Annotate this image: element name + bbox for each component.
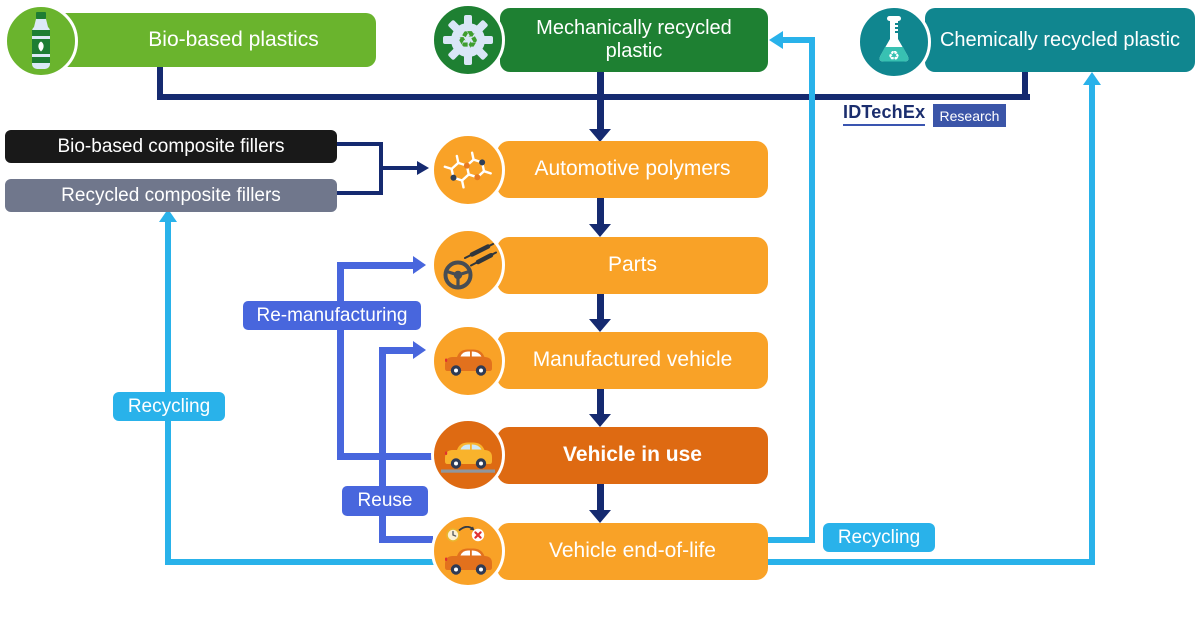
arrow-fillers-into-polymers [417,161,429,175]
box-vehicle-end-of-life: Vehicle end-of-life [497,523,768,580]
reuse-label: Reuse [342,486,428,516]
recycling-right-label-text: Recycling [837,526,921,548]
filler-to-polymers-line [379,166,417,170]
bio-filler-connector-line [337,142,383,146]
svg-text:♻: ♻ [457,26,479,54]
vehicle-end-of-life-icon-circle [431,514,505,588]
box-recycled-composite-fillers: Recycled composite fillers [5,179,337,212]
bio-based-plastics-icon-circle [4,4,78,78]
idtechex-research-text: Research [939,107,1000,124]
arrow-into-manufactured-vehicle [589,319,611,332]
box-parts: Parts [497,237,768,294]
arrow-remanufacturing-into-parts [413,256,426,274]
reuse-vertical-line [379,347,386,543]
automotive-polymers-label: Automotive polymers [534,157,731,181]
parts-icon-circle [431,228,505,302]
box-chemically-recycled-plastic-label: Chemically recycled plastic [939,28,1181,51]
arrow-into-vehicle-in-use [589,414,611,427]
box-chemically-recycled-plastic: Chemically recycled plastic [925,8,1195,72]
mechanically-recycled-icon-circle: ♻ [431,3,505,77]
arrow-into-parts [589,224,611,237]
vehicle-to-inuse-line [597,389,604,415]
mech-plastic-down-line [597,72,604,130]
car-end-of-life-icon [445,526,492,575]
box-bio-based-plastics: Bio-based plastics [55,13,376,67]
flask-recycle-icon: ♻ [879,16,909,64]
box-automotive-polymers: Automotive polymers [497,141,768,198]
mech-recycling-vertical-line [809,37,815,543]
recycled-composite-fillers-label: Recycled composite fillers [61,184,281,206]
box-mechanically-recycled-plastic-label: Mechanically recycled plastic [536,17,732,62]
chem-plastic-down-line [1022,70,1028,100]
inuse-to-endoflife-line [597,484,604,510]
automotive-polymers-icon-circle [431,133,505,207]
mech-recycling-bottom-line [766,537,815,543]
arrow-into-mechanically-recycled [769,31,783,49]
idtechex-logo-text: IDTechEx [843,102,926,122]
reuse-bottom-line [379,536,433,543]
box-bio-based-composite-fillers: Bio-based composite fillers [5,130,337,163]
box-bio-based-plastics-label: Bio-based plastics [148,27,319,51]
recycling-right-vertical-line [1089,85,1095,565]
idtechex-logo: IDTechEx [843,102,926,126]
idtechex-research-badge: Research [933,104,1006,127]
reuse-top-line [386,347,414,354]
arrow-into-recycled-fillers [159,209,177,222]
manufactured-vehicle-icon-circle [431,324,505,398]
recycling-left-label: Recycling [113,392,225,421]
polymers-to-parts-line [597,198,604,225]
car-icon [445,349,492,376]
parts-label: Parts [607,253,657,277]
vehicle-in-use-label: Vehicle in use [563,443,702,467]
remanufacturing-label-text: Re-manufacturing [256,304,408,326]
bottle-icon [32,12,50,69]
bio-plastics-down-line [157,66,163,100]
recycling-left-label-text: Recycling [127,395,211,417]
arrow-into-vehicle-end-of-life [589,510,611,523]
vehicle-in-use-icon-circle [431,418,505,492]
chemically-recycled-icon-circle: ♻ [857,5,931,79]
remanufacturing-vertical-line [337,262,344,460]
molecule-icon [443,151,492,189]
car-in-use-icon [441,442,495,473]
reuse-label-text: Reuse [357,490,413,511]
bio-based-composite-fillers-label: Bio-based composite fillers [57,135,285,157]
mech-recycling-top-line [783,37,815,43]
box-mechanically-recycled-plastic: Mechanically recycled plastic [500,8,768,72]
arrow-into-automotive-polymers [589,129,611,142]
manufactured-vehicle-label: Manufactured vehicle [532,348,733,372]
recycling-right-label: Recycling [823,523,935,552]
gear-recycle-icon: ♻ [443,15,493,65]
parts-to-vehicle-line [597,294,604,320]
box-vehicle-in-use: Vehicle in use [497,427,768,484]
svg-text:♻: ♻ [888,49,900,64]
arrow-reuse-into-manufactured-vehicle [413,341,426,359]
remanufacturing-top-line [344,262,414,269]
box-manufactured-vehicle: Manufactured vehicle [497,332,768,389]
recycled-filler-connector-line [337,191,383,195]
arrow-into-chemically-recycled [1083,72,1101,85]
remanufacturing-label: Re-manufacturing [243,301,421,330]
vehicle-end-of-life-label: Vehicle end-of-life [549,539,716,563]
top-distribution-line [157,94,1030,100]
steering-wheel-icon [443,243,497,290]
